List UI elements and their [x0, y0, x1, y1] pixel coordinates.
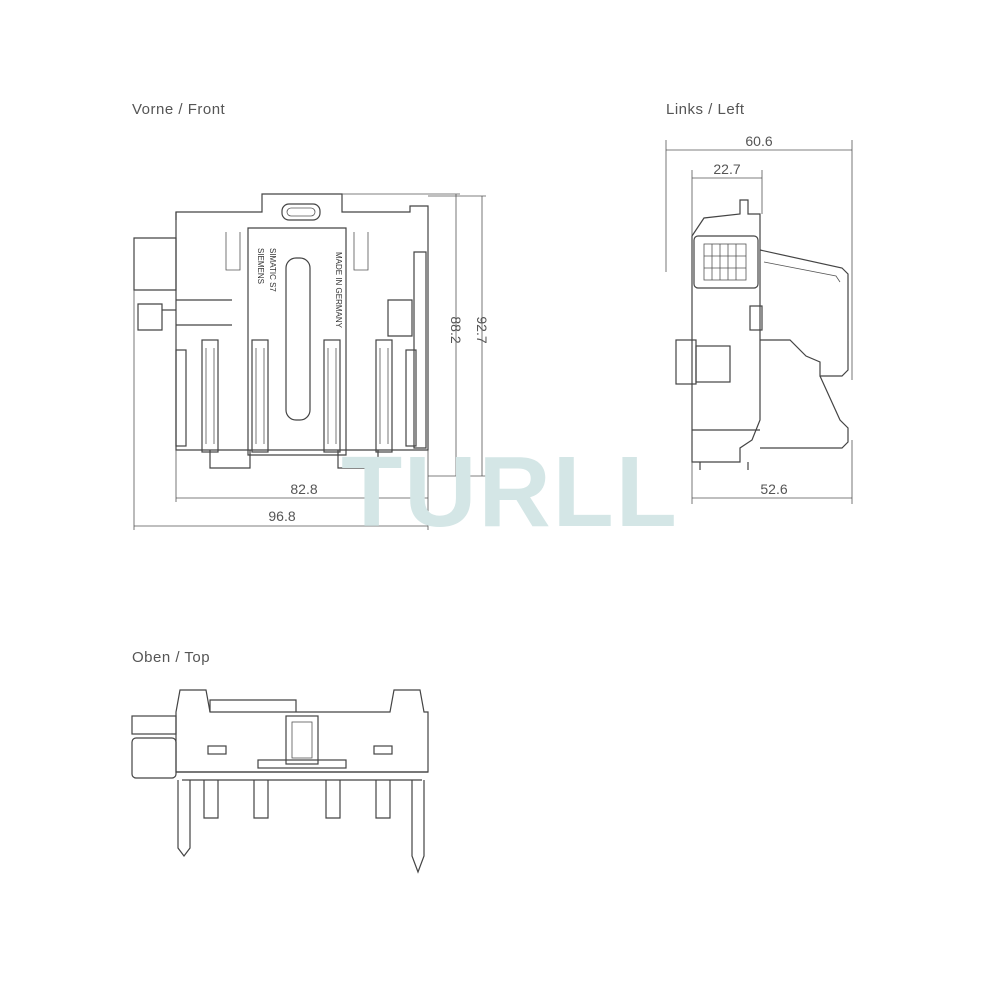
front-view-title: Vorne / Front: [132, 101, 226, 118]
dim-front-height-outer: 92.7: [474, 316, 490, 343]
left-view-title: Links / Left: [666, 101, 745, 118]
terminal-pins: [177, 780, 425, 874]
dim-front-height-inner: 88.2: [448, 316, 464, 343]
top-view-title: Oben / Top: [132, 649, 210, 666]
dim-left-depth-base: 52.6: [760, 481, 787, 497]
front-view: Vorne / Front: [132, 101, 490, 530]
dim-left-depth-total: 60.6: [745, 133, 772, 149]
model-marking: SIMATIC S7: [268, 248, 277, 292]
origin-marking: MADE IN GERMANY: [334, 252, 343, 329]
brand-marking: SIEMENS: [256, 248, 265, 284]
watermark-text: TURLL: [341, 436, 679, 548]
top-view: Oben / Top: [131, 649, 429, 874]
left-dimensions: 60.6 22.7 52.6: [665, 133, 853, 504]
left-view: Links / Left 60.6: [665, 101, 853, 504]
dim-front-width-inner: 82.8: [290, 481, 317, 497]
front-dimensions: 82.8 96.8 88.2 92.7: [133, 193, 490, 530]
dim-left-depth-partial: 22.7: [713, 161, 740, 177]
dim-front-width-outer: 96.8: [268, 508, 295, 524]
